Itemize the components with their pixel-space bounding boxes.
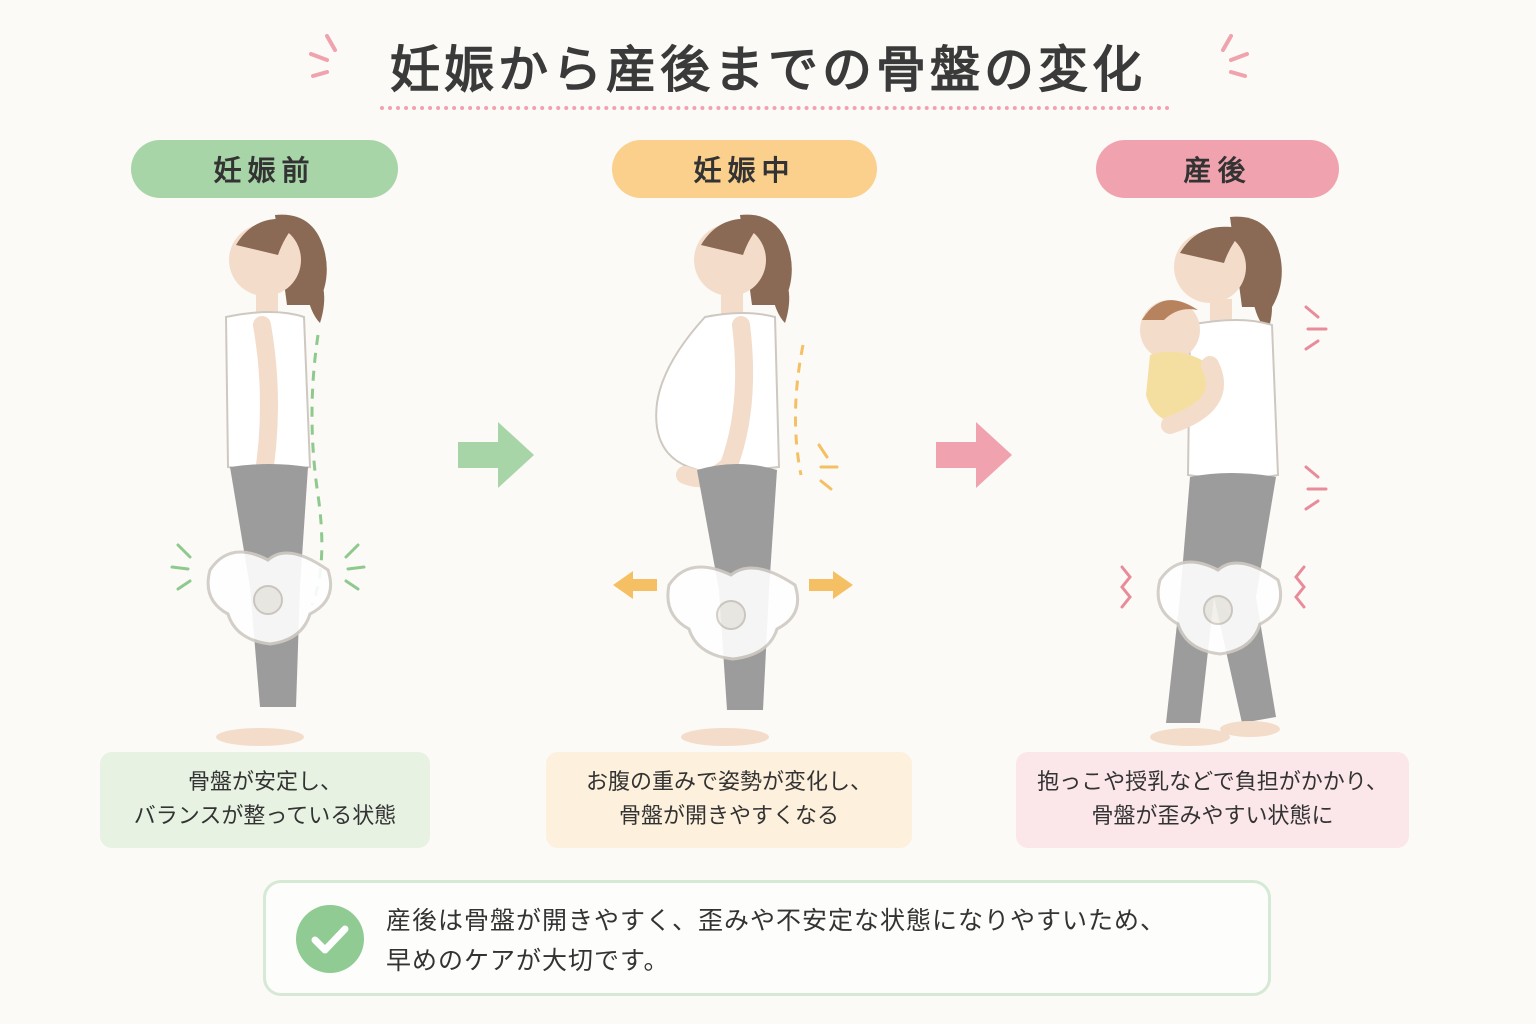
title-underline — [380, 106, 1170, 110]
stage-label-pre-pregnancy: 妊娠前 — [131, 140, 398, 198]
pregnancy-figure — [613, 214, 853, 746]
caption-line: 骨盤が開きやすくなる — [618, 804, 839, 829]
summary-note: 産後は骨盤が開きやすく、歪みや不安定な状態になりやすいため、 早めのケアが大切で… — [263, 880, 1271, 996]
page-title: 妊娠から産後までの骨盤の変化 — [390, 41, 1146, 99]
caption-line: 骨盤が歪みやすい状態に — [1091, 804, 1334, 829]
arrow-right-icon-2 — [936, 422, 1012, 488]
check-circle-icon — [296, 905, 364, 973]
title-sparkle-left-icon — [309, 34, 337, 78]
title-sparkle-right-icon — [1221, 34, 1249, 78]
caption-line: バランスが整っている状態 — [133, 804, 397, 829]
caption-postpartum: 抱っこや授乳などで負担がかかり、 骨盤が歪みやすい状態に — [1016, 752, 1409, 848]
summary-text: 産後は骨盤が開きやすく、歪みや不安定な状態になりやすいため、 早めのケアが大切で… — [386, 901, 1166, 981]
summary-line: 産後は骨盤が開きやすく、歪みや不安定な状態になりやすいため、 — [386, 906, 1167, 935]
stage-label-pregnancy: 妊娠中 — [612, 140, 877, 198]
stage-label-postpartum: 産後 — [1096, 140, 1339, 198]
caption-pre-pregnancy: 骨盤が安定し、 バランスが整っている状態 — [100, 752, 430, 848]
pre-pregnancy-figure — [170, 214, 366, 746]
caption-line: お腹の重みで姿勢が変化し、 — [585, 770, 872, 795]
postpartum-figure — [1120, 216, 1328, 746]
caption-line: 抱っこや授乳などで負担がかかり、 — [1037, 770, 1388, 795]
caption-pregnancy: お腹の重みで姿勢が変化し、 骨盤が開きやすくなる — [546, 752, 912, 848]
caption-line: 骨盤が安定し、 — [187, 770, 342, 795]
summary-line: 早めのケアが大切です。 — [386, 946, 670, 975]
arrow-right-icon — [458, 422, 534, 488]
